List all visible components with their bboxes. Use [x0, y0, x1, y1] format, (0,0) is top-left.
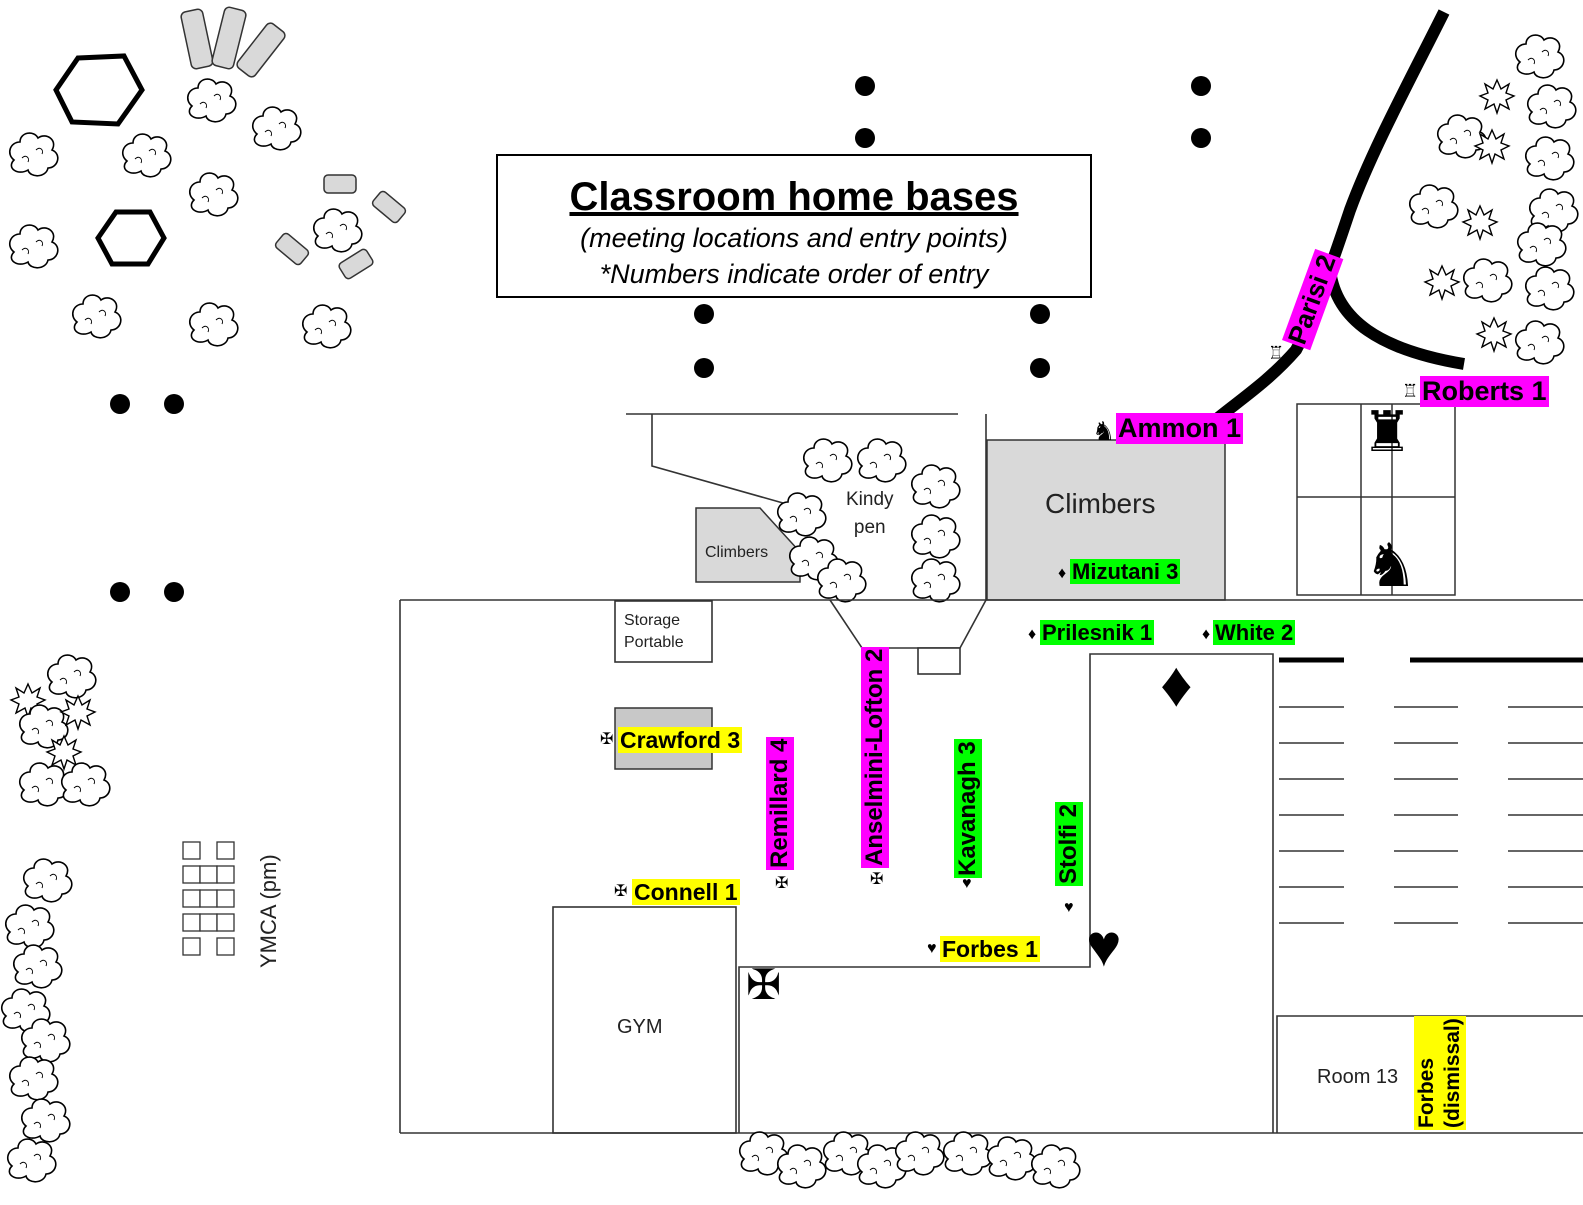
heart-icon: ♥	[1086, 912, 1122, 979]
cross-icon: ✠	[746, 961, 782, 1008]
hexagon-play-structure-2	[95, 209, 167, 267]
knight-icon: ♞	[1364, 532, 1418, 599]
label-forbes-dismissal: Forbes (dismissal)	[1414, 1016, 1466, 1130]
legend-box: Classroom home bases (meeting locations …	[496, 154, 1092, 298]
rook-small-icon: ♖	[1402, 381, 1419, 401]
label-ammon: Ammon 1	[1116, 413, 1244, 445]
label-kavanagh: Kavanagh 3	[954, 739, 982, 878]
cross-anselmini-icon: ✠	[870, 871, 884, 888]
right-grid-structure	[1296, 403, 1456, 596]
knight-small-icon: ♞	[1092, 416, 1116, 446]
heart-stolfi-icon: ♥	[1064, 899, 1074, 916]
label-stolfi: Stolfi 2	[1055, 801, 1083, 886]
label-anselmini-lofton: Anselmini-Lofton 2	[861, 646, 889, 868]
ymca-label: YMCA (pm)	[256, 854, 281, 968]
trees-top-left	[8, 78, 363, 349]
diamond-prilesnik-icon: ♦	[1028, 626, 1037, 643]
label-prilesnik: Prilesnik 1	[1040, 620, 1155, 646]
rook-icon: ♜	[1362, 400, 1413, 463]
map-title: Classroom home bases	[569, 175, 1019, 219]
label-roberts: Roberts 1	[1420, 376, 1549, 408]
storage-portable-label: Storage Portable	[624, 612, 684, 651]
trees-bottom	[738, 1131, 1081, 1189]
cross-connell-icon: ✠	[614, 883, 628, 900]
heart-kavanagh-icon: ♥	[962, 875, 972, 892]
label-crawford: Crawford 3	[618, 727, 743, 754]
diamond-mizutani-icon: ♦	[1058, 565, 1067, 582]
trees-right-edge	[1408, 34, 1579, 365]
path-branch	[1324, 269, 1465, 370]
label-connell: Connell 1	[632, 879, 740, 906]
parking-lines	[1279, 657, 1583, 924]
posts	[110, 76, 1211, 602]
climbers-small-label: Climbers	[705, 544, 769, 561]
map-note: *Numbers indicate order of entry	[599, 259, 989, 289]
main-building	[399, 599, 1583, 1134]
cross-crawford-icon: ✠	[600, 731, 614, 748]
label-forbes: Forbes 1	[940, 936, 1040, 963]
climbers-large-label: Climbers	[1045, 488, 1156, 519]
kindy-pen-label: Kindy pen	[846, 489, 894, 538]
cross-remillard-icon: ✠	[775, 875, 789, 892]
picnic-benches	[180, 6, 407, 280]
diamond-icon: ♦	[1160, 648, 1193, 720]
rook-parisi-icon: ♖	[1268, 343, 1285, 363]
hexagon-play-structure-1	[53, 53, 145, 127]
label-remillard: Remillard 4	[766, 736, 794, 870]
map-subtitle: (meeting locations and entry points)	[580, 223, 1008, 253]
diamond-white-icon: ♦	[1202, 626, 1211, 643]
label-mizutani: Mizutani 3	[1070, 559, 1181, 585]
gym-label: GYM	[617, 1016, 663, 1038]
trees-left-edge	[0, 654, 111, 1183]
ymca-squares	[182, 841, 235, 956]
kindy-pen-outline	[626, 413, 987, 675]
label-white: White 2	[1213, 620, 1296, 646]
room13-label: Room 13	[1317, 1066, 1399, 1088]
heart-forbes-icon: ♥	[927, 940, 937, 957]
